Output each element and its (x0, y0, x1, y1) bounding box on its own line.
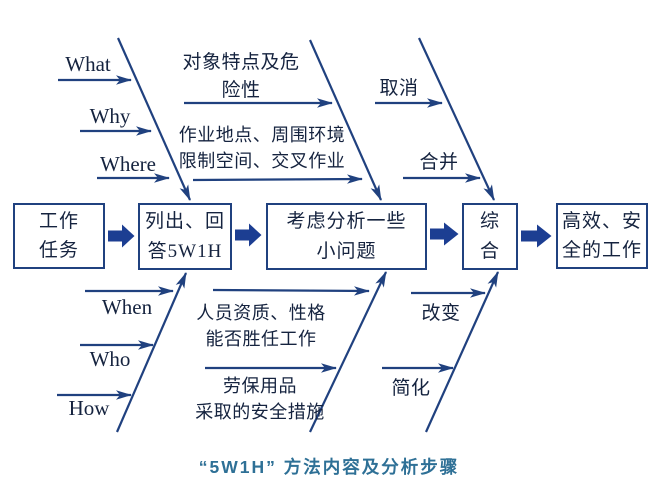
block-arrow-1 (108, 224, 135, 248)
box-synthesize-label: 综 合 (479, 211, 500, 262)
box-work-task-label: 工作 任务 (38, 210, 79, 261)
box-efficient-safe-work-label: 高效、安 全的工作 (561, 210, 642, 261)
annotation-personnel: 人员资质、性格 能否胜任工作 (196, 303, 326, 350)
annotation-environment: 作业地点、周围环境 限制空间、交叉作业 (178, 125, 346, 172)
box-list-answer-5w1h: 列出、回 答5W1H (138, 203, 232, 270)
environment-arrow (192, 174, 363, 184)
label-why: Why (89, 104, 131, 128)
top-branch-line-3 (418, 37, 495, 201)
label-what: What (65, 52, 111, 76)
label-when: When (101, 295, 153, 319)
box-list-answer-5w1h-label: 列出、回 答5W1H (144, 211, 225, 262)
bottom-branch-line-2 (309, 271, 387, 433)
label-where: Where (100, 152, 156, 176)
annotation-merge: 合并 (419, 152, 459, 173)
bottom-branch-line-3 (424, 271, 500, 433)
annotation-ppe-measures: 劳保用品 采取的安全措施 (195, 376, 325, 423)
label-how: How (68, 396, 110, 420)
top-branch-line-2 (308, 39, 383, 201)
block-arrow-4 (521, 224, 552, 248)
label-who: Who (89, 347, 131, 371)
block-arrow-2 (235, 223, 262, 247)
bottom-branch-line-1 (115, 272, 188, 433)
personnel-arrow (212, 286, 370, 296)
annotation-cancel: 取消 (379, 78, 419, 99)
diagram-caption: “5W1H” 方法内容及分析步骤 (198, 457, 460, 477)
annotation-change: 改变 (421, 303, 461, 324)
annotation-object-traits: 对象特点及危 险性 (182, 52, 300, 101)
box-synthesize: 综 合 (462, 203, 518, 270)
top-branch-line-1 (116, 37, 192, 201)
box-analyze-small-problems-label: 考虑分析一些 小问题 (286, 211, 407, 262)
box-work-task: 工作 任务 (13, 203, 105, 269)
box-efficient-safe-work: 高效、安 全的工作 (556, 203, 648, 269)
annotation-simplify: 简化 (391, 378, 431, 399)
box-analyze-small-problems: 考虑分析一些 小问题 (266, 203, 427, 270)
block-arrow-3 (430, 222, 459, 246)
